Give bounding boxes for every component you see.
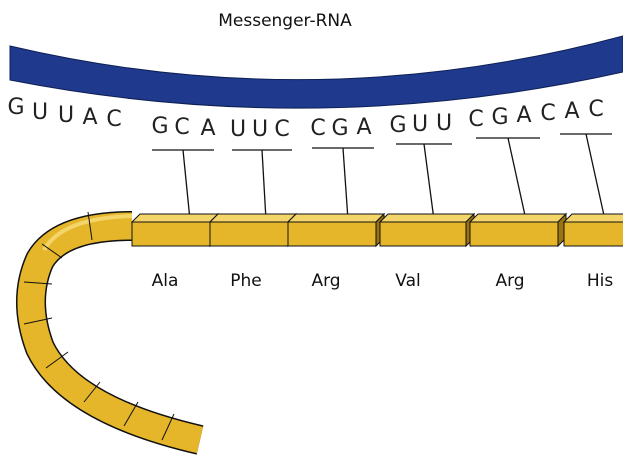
codon-connector — [262, 150, 266, 220]
base-21: C — [540, 101, 555, 126]
amino-acid-labels: Ala Phe Arg Val Arg His — [152, 271, 614, 291]
base-17: U — [436, 111, 452, 136]
amino-acid-segment — [210, 214, 296, 246]
amino-acid-segment — [288, 214, 384, 246]
codon-connector — [508, 138, 526, 220]
base-13: G — [331, 116, 348, 141]
base-3: U — [58, 103, 74, 128]
base-9: U — [230, 117, 246, 142]
codon-connector — [424, 144, 434, 220]
base-2: U — [32, 100, 48, 125]
amino-acid-label: Arg — [311, 271, 340, 291]
amino-acid-segment — [564, 214, 623, 246]
polypeptide-chain — [132, 214, 623, 246]
base-19: G — [491, 105, 508, 130]
amino-acid-label: Ala — [152, 271, 179, 291]
base-8: A — [200, 116, 215, 141]
amino-acid-segment — [132, 214, 218, 246]
codon-connector — [586, 134, 605, 220]
amino-acid-label: Phe — [230, 271, 262, 291]
amino-acid-segment — [380, 214, 474, 246]
amino-acid-label: Val — [395, 271, 420, 291]
amino-acid-label: Arg — [495, 271, 524, 291]
base-11: C — [274, 117, 289, 142]
base-14: A — [356, 115, 371, 140]
base-20: A — [516, 103, 531, 128]
base-23: C — [588, 97, 603, 122]
base-18: C — [468, 107, 483, 132]
base-6: G — [151, 114, 168, 139]
base-7: C — [174, 115, 189, 140]
amino-acid-segment — [470, 214, 566, 246]
codon-connector-lines — [152, 134, 612, 220]
base-22: A — [564, 99, 579, 124]
base-4: A — [82, 105, 97, 130]
base-5: C — [106, 107, 121, 132]
base-15: G — [389, 113, 406, 138]
base-10: U — [252, 117, 268, 142]
codon-connector — [183, 150, 190, 220]
base-12: C — [310, 116, 325, 141]
mrna-strand — [10, 36, 623, 108]
codon-connector — [343, 148, 348, 220]
diagram-title: Messenger-RNA — [218, 11, 352, 31]
base-1: G — [7, 95, 24, 120]
amino-acid-label: His — [587, 271, 614, 291]
base-16: U — [412, 112, 428, 137]
